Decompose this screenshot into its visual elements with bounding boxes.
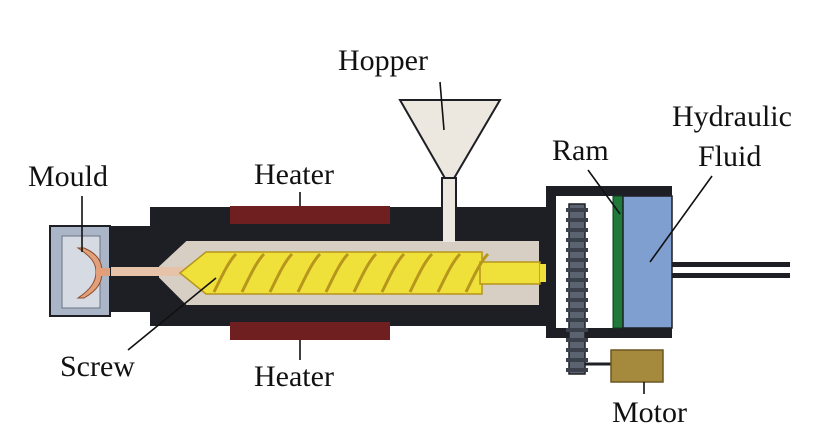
gear-tooth	[566, 298, 588, 302]
hydraulic-fluid-label-line1: Hydraulic	[672, 100, 792, 133]
gear-tooth	[566, 268, 588, 272]
hydraulic-fluid-label-line2: Fluid	[698, 140, 761, 173]
mould-label: Mould	[28, 160, 108, 193]
hydraulic-outlet-pipe	[672, 262, 790, 278]
ram-leader	[587, 169, 621, 215]
screw-leader	[127, 277, 217, 351]
gear-tooth	[566, 328, 588, 332]
ram-plate	[612, 195, 624, 329]
gear-tooth	[566, 278, 588, 282]
hopper-label: Hopper	[338, 44, 428, 77]
hopper-leader	[439, 81, 445, 131]
gear-tooth	[566, 368, 588, 372]
screw-label: Screw	[60, 350, 135, 383]
gear-tooth	[566, 308, 588, 312]
gear-tooth	[566, 338, 588, 342]
ram-label: Ram	[552, 134, 609, 167]
screw-flights	[212, 252, 490, 293]
gear-tooth	[566, 208, 588, 212]
motor	[585, 349, 664, 383]
gear-tooth	[566, 348, 588, 352]
mould	[49, 225, 111, 317]
gear-tooth	[566, 238, 588, 242]
screw-flight	[436, 252, 462, 293]
screw-flight	[352, 252, 378, 293]
gear-tooth	[566, 358, 588, 362]
heater-top-label: Heater	[254, 158, 334, 191]
heater-bottom-band	[230, 322, 390, 340]
screw-flight	[408, 252, 434, 293]
heater-top-band	[230, 206, 390, 224]
hopper	[398, 99, 502, 242]
screw-flight	[464, 252, 490, 293]
gear-tooth	[566, 228, 588, 232]
gear-tooth	[566, 248, 588, 252]
gear-tooth	[566, 318, 588, 322]
motor-label: Motor	[612, 396, 687, 429]
gear-tooth	[566, 258, 588, 262]
hydraulic-fluid-leader	[649, 175, 713, 263]
screw-flight	[212, 252, 238, 293]
heater-bottom-label: Heater	[254, 360, 334, 393]
drive-gear	[566, 203, 588, 375]
screw-flight	[296, 252, 322, 293]
gear-tooth	[566, 288, 588, 292]
screw-flight	[380, 252, 406, 293]
screw-flight	[268, 252, 294, 293]
screw-flight	[240, 252, 266, 293]
hydraulic-fluid-chamber	[622, 195, 673, 329]
gear-tooth	[566, 218, 588, 222]
screw-flight	[324, 252, 350, 293]
